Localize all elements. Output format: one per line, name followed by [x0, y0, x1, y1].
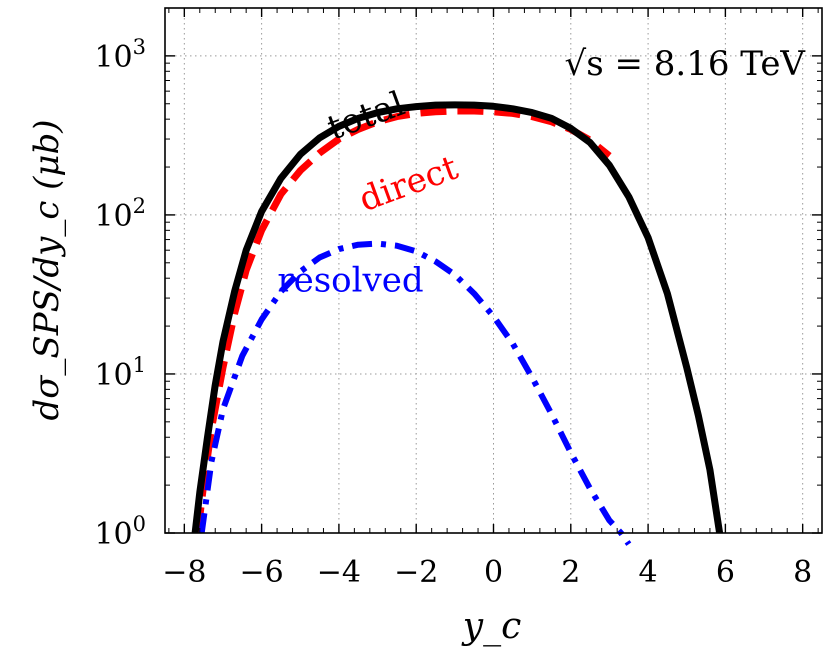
y-axis-title: dσ_SPS/dy_c (μb) [27, 119, 67, 420]
series-total-line [191, 101, 724, 534]
curve-label-resolved: resolved [277, 260, 423, 300]
y-tick-labels: 100 101 102 103 [94, 35, 146, 552]
y-tick-label: 102 [94, 194, 146, 234]
y-tick-label: 101 [94, 353, 146, 393]
series-resolved-line [198, 240, 632, 546]
x-tick-label: −6 [240, 555, 284, 590]
x-tick-label: −2 [394, 555, 438, 590]
curve-layer [191, 101, 724, 546]
x-tick-label: 2 [561, 555, 580, 590]
curve-label-total: total [322, 84, 410, 149]
x-tick-label: 6 [716, 555, 735, 590]
x-tick-label: 0 [484, 555, 503, 590]
curve-label-direct: direct [354, 148, 464, 220]
x-tick-label: −4 [317, 555, 361, 590]
y-tick-label: 103 [94, 35, 146, 75]
tick-layer [165, 7, 822, 534]
series-direct-line [194, 107, 612, 534]
y-tick-label: 100 [94, 512, 146, 552]
energy-annotation: √s = 8.16 TeV [565, 44, 807, 84]
x-tick-labels: −8 −6 −4 −2 0 2 4 6 8 [162, 555, 812, 590]
x-tick-label: 4 [639, 555, 658, 590]
x-axis-title: y_c [461, 606, 522, 647]
grid-layer [165, 8, 822, 534]
x-tick-label: −8 [162, 555, 206, 590]
x-tick-label: 8 [793, 555, 812, 590]
